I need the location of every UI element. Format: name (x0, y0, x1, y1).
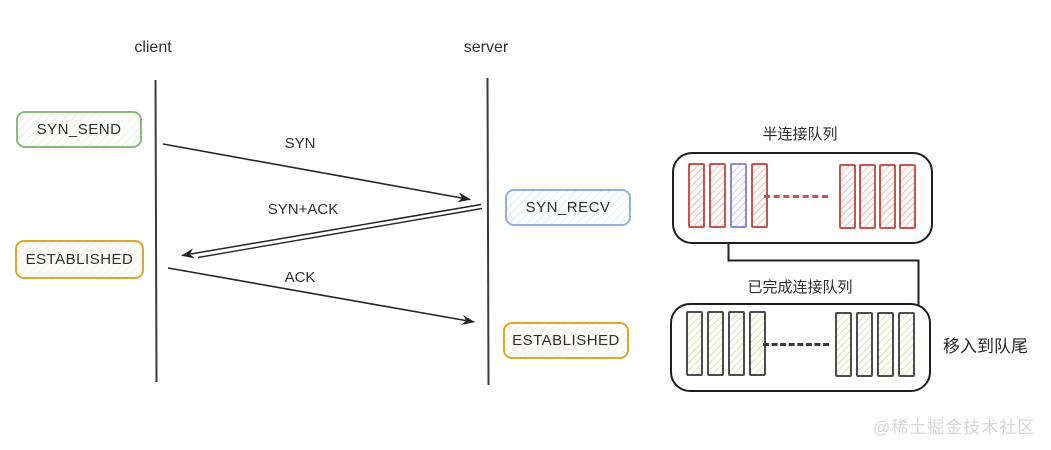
queue-slot-red (839, 164, 856, 229)
state-syn-send-label: SYN_SEND (36, 121, 122, 138)
state-established-client-label: ESTABLISHED (25, 251, 134, 268)
queue-slot-green (728, 311, 745, 376)
queue-slot-green (898, 312, 915, 377)
syn-ack-arrow (181, 203, 482, 259)
message-syn-ack-label: SYN+ACK (267, 201, 339, 218)
server-actor-label: server (463, 39, 509, 56)
accept-queue-title: 已完成连接队列 (747, 279, 853, 296)
queue-slot-highlight (730, 163, 747, 228)
queue-slot-green (835, 312, 852, 377)
accept-queue-ellipsis (763, 343, 829, 346)
accept-queue-head-slots (686, 311, 766, 376)
half-open-queue-ellipsis (764, 195, 828, 198)
accept-queue-frame (670, 303, 931, 392)
half-open-queue-head-slots (688, 163, 768, 228)
queue-slot-red (899, 164, 916, 229)
half-open-queue-tail-slots (839, 164, 916, 229)
accept-queue-tail-slots (835, 312, 915, 377)
ack-arrow (167, 267, 475, 325)
state-established-server-label: ESTABLISHED (512, 332, 620, 349)
queue-slot-red (879, 164, 896, 229)
message-syn-label: SYN (284, 135, 316, 152)
server-lifeline (486, 77, 490, 386)
state-established-client: ESTABLISHED (15, 240, 144, 279)
queue-slot-green (877, 312, 894, 377)
state-established-server: ESTABLISHED (503, 322, 629, 359)
watermark: @稀土掘金技术社区 (873, 418, 1036, 437)
queue-slot-red (688, 163, 705, 228)
state-syn-recv-label: SYN_RECV (525, 199, 611, 216)
queue-slot-red (859, 164, 876, 229)
syn-arrow (162, 143, 471, 203)
queue-slot-green (707, 311, 724, 376)
syn-ack-arrow-second-stroke (197, 207, 483, 259)
message-ack-label: ACK (284, 269, 316, 286)
queue-slot-red (709, 163, 726, 228)
half-open-queue-title: 半连接队列 (762, 126, 838, 143)
state-syn-send: SYN_SEND (16, 111, 142, 148)
state-syn-recv: SYN_RECV (505, 189, 631, 226)
move-to-tail-annotation: 移入到队尾 (943, 337, 1028, 356)
client-actor-label: client (134, 39, 172, 56)
queue-slot-green (686, 311, 703, 376)
client-lifeline (154, 79, 158, 383)
queue-slot-green (856, 312, 873, 377)
